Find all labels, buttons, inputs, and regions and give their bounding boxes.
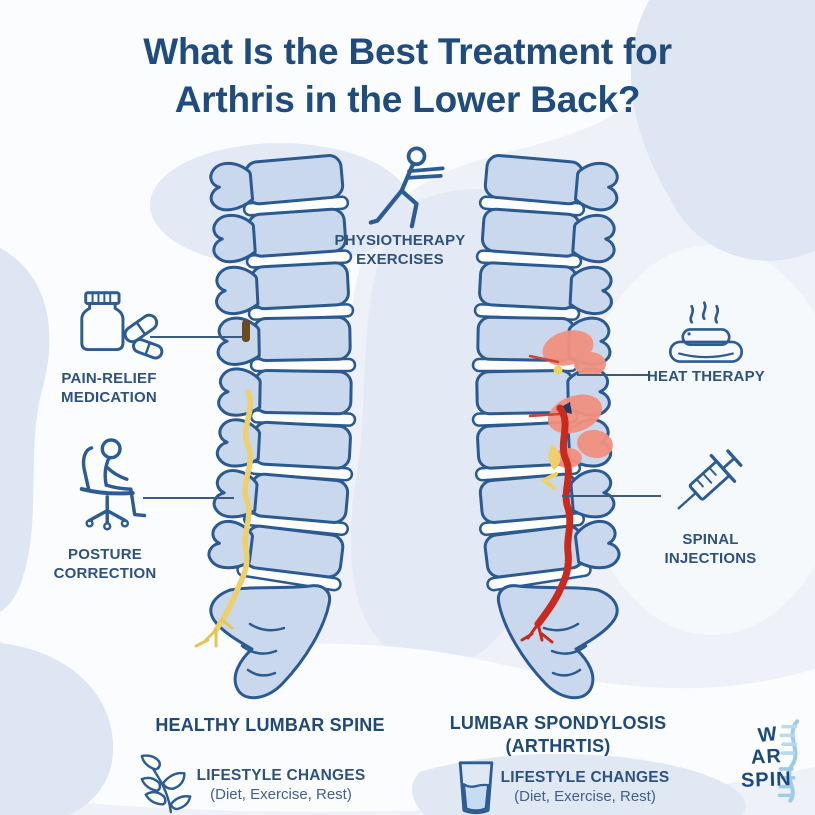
irritation-dot [553,365,563,375]
lifestyle-left-detail: (Diet, Exercise, Rest) [210,786,352,803]
physiotherapy-label: PHYSIOTHERAPY EXERCISES [305,231,495,269]
spine-curve-icon [777,719,800,803]
pain-relief-label-line2: MEDICATION [61,389,157,406]
posture-label-line2: CORRECTION [53,565,157,582]
plant-leaves-icon [140,754,192,814]
arthritic-spine-caption-line2: (ARTHRTIS) [505,736,611,756]
spinal-injections-label-line2: INJECTIONS [664,550,757,567]
lifestyle-right-label: LIFESTYLE CHANGES [500,769,670,786]
healthy-nerve [194,389,253,648]
posture-label-line1: POSTURE [68,546,142,563]
page-title-line2: Arthris in the Lower Back? [174,79,641,120]
posture-label: POSTURE CORRECTION [40,545,170,583]
logo-text-line3: SPIN [740,768,793,792]
spinal-injections-label: SPINAL INJECTIONS [648,530,773,568]
pill-bottle-icon [80,291,164,360]
healthy-spine-caption: HEALTHY LUMBAR SPINE [155,715,385,735]
logo-text-line1: W [756,723,780,747]
brand-logo: W AR SPIN [726,712,806,812]
person-on-chair-icon [79,438,147,531]
lifestyle-left-label: LIFESTYLE CHANGES [196,767,366,784]
lifestyle-right-detail: (Diet, Exercise, Rest) [514,788,656,805]
page-title: What Is the Best Treatment for Arthris i… [0,28,815,124]
arthritic-spine-caption-line1: LUMBAR SPONDYLOSIS [449,713,667,733]
pain-relief-connector-line [150,336,242,338]
lifestyle-changes-left: LIFESTYLE CHANGES (Diet, Exercise, Rest) [196,766,366,804]
healthy-spine-illustration [194,152,357,700]
spinal-injections-label-line1: SPINAL [682,531,739,548]
lifestyle-changes-right: LIFESTYLE CHANGES (Diet, Exercise, Rest) [500,768,670,806]
heating-pad-icon [668,301,744,363]
water-glass-icon [458,761,494,815]
physiotherapy-label-line2: EXERCISES [356,251,444,268]
pain-relief-label: PAIN-RELIEF MEDICATION [48,369,170,407]
inflamed-nerve [520,354,574,644]
syringe-icon [677,449,743,510]
compressed-nerve-root [548,444,561,470]
logo-text-line2: AR [750,745,783,769]
facet-mark [242,320,250,342]
injection-connector-line [562,495,661,497]
heat-connector-line [577,374,649,376]
heat-therapy-label-line1: HEAT THERAPY [647,368,765,385]
physiotherapy-label-line1: PHYSIOTHERAPY [334,232,466,249]
inflammation-patches [542,330,613,468]
stretching-person-icon [368,146,445,229]
page-title-line1: What Is the Best Treatment for [143,31,672,72]
posture-connector-line [143,497,234,499]
pain-relief-label-line1: PAIN-RELIEF [61,370,157,387]
arthritic-spine-caption: LUMBAR SPONDYLOSIS (ARTHRTIS) [428,712,688,758]
heat-therapy-label: HEAT THERAPY [640,367,772,386]
arthritic-spine-illustration [471,152,622,700]
